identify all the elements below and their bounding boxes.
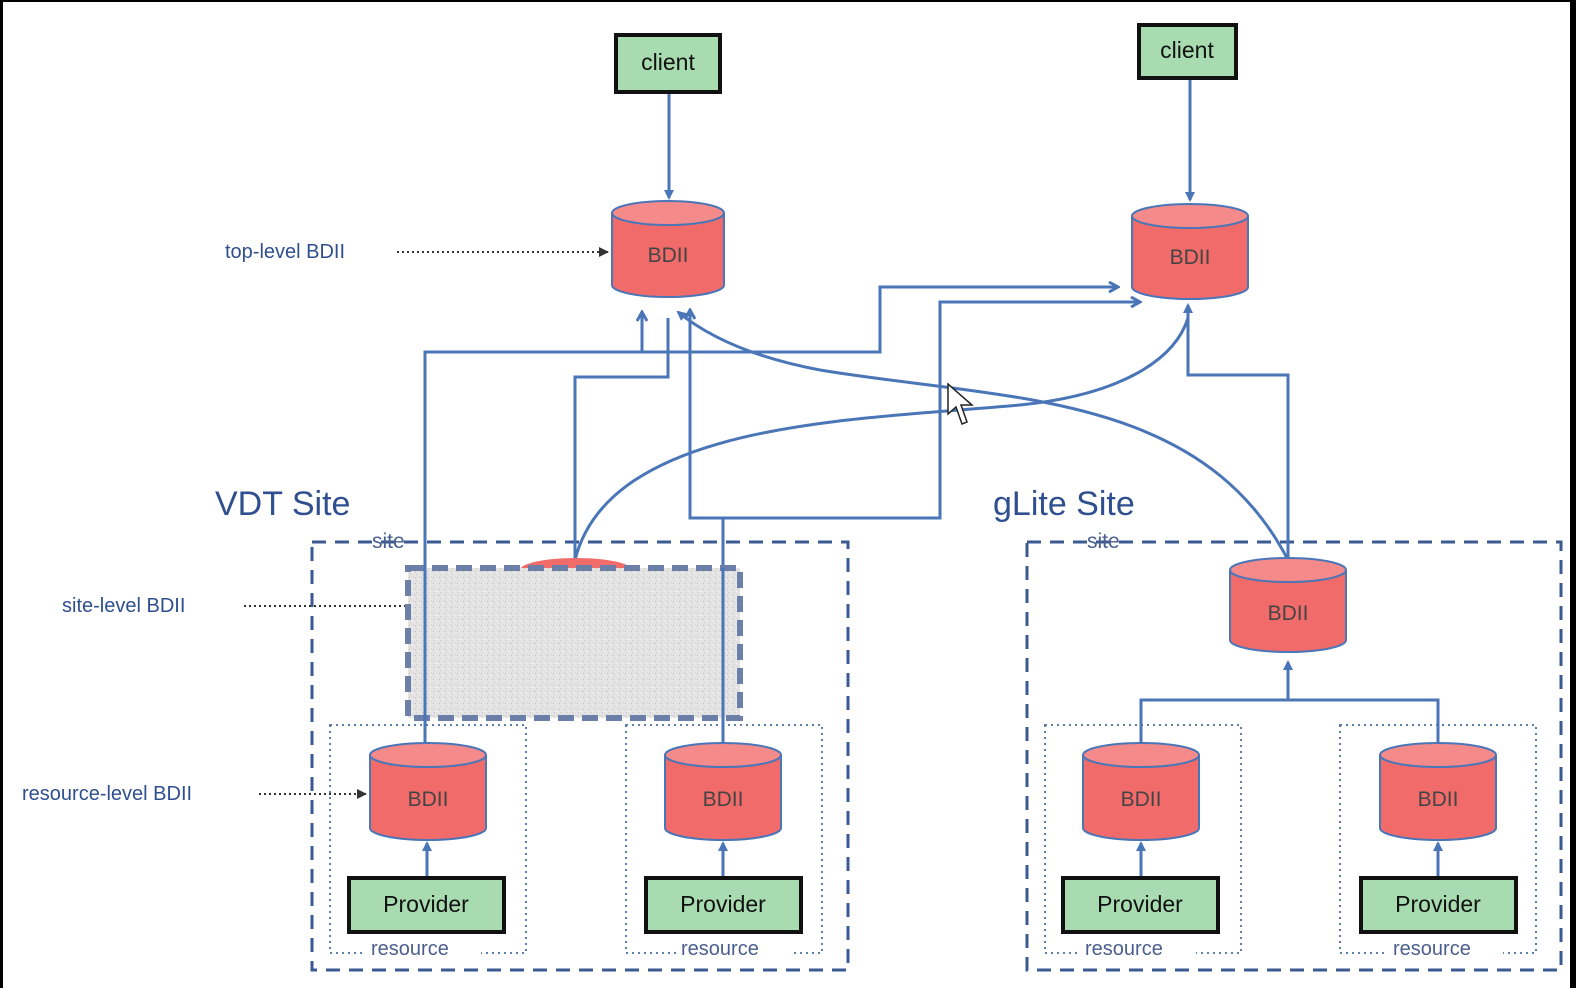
provider-box: Provider	[1359, 876, 1518, 934]
provider-box: Provider	[644, 876, 803, 934]
resource-label: resource	[681, 938, 759, 960]
client-box: client	[614, 33, 722, 94]
vdt-site-container	[310, 540, 850, 972]
svg-text:site-level BDII: site-level BDII	[62, 595, 185, 617]
svg-text:resource-level BDII: resource-level BDII	[22, 783, 192, 805]
resource-level-bdii-cylinder: BDII	[369, 742, 487, 841]
resource-level-callout: resource-level BDII	[22, 783, 367, 805]
svg-text:top-level BDII: top-level BDII	[225, 241, 345, 263]
mouse-cursor-icon	[947, 382, 974, 425]
top-level-callout: top-level BDII	[225, 241, 609, 263]
resource-label: resource	[1085, 938, 1163, 960]
resource-level-bdii-cylinder: BDII	[1379, 742, 1497, 841]
top-level-bdii-cylinder: BDII	[1131, 203, 1249, 300]
glite-site-container	[1025, 540, 1563, 972]
svg-text:Provider: Provider	[1097, 891, 1183, 917]
obscured-region	[405, 565, 743, 721]
vdt-site-title: VDT Site	[215, 485, 350, 523]
provider-box: Provider	[347, 876, 506, 934]
svg-text:client: client	[641, 49, 695, 75]
resource-level-bdii-cylinder: BDII	[664, 742, 782, 841]
site-level-callout: site-level BDII	[62, 595, 405, 617]
svg-text:BDII: BDII	[1418, 788, 1459, 811]
svg-text:BDII: BDII	[1268, 602, 1309, 625]
site-level-bdii-cylinder: BDII	[1229, 557, 1347, 653]
svg-text:Provider: Provider	[383, 891, 469, 917]
client-box: client	[1137, 23, 1238, 80]
provider-box: Provider	[1061, 876, 1220, 934]
vdt-site-label: site	[372, 530, 405, 553]
svg-text:Provider: Provider	[680, 891, 766, 917]
resource-level-bdii-cylinder: BDII	[1082, 742, 1200, 841]
svg-text:BDII: BDII	[703, 788, 744, 811]
svg-text:BDII: BDII	[648, 244, 689, 267]
resource-label: resource	[371, 938, 449, 960]
glite-site-title: gLite Site	[993, 485, 1135, 523]
top-level-bdii-cylinder: BDII	[611, 200, 725, 298]
svg-text:client: client	[1160, 37, 1214, 63]
svg-text:BDII: BDII	[1121, 788, 1162, 811]
resource-label: resource	[1393, 938, 1471, 960]
svg-text:BDII: BDII	[1170, 246, 1211, 269]
glite-site-label: site	[1087, 530, 1120, 553]
svg-text:BDII: BDII	[408, 788, 449, 811]
svg-text:Provider: Provider	[1395, 891, 1481, 917]
